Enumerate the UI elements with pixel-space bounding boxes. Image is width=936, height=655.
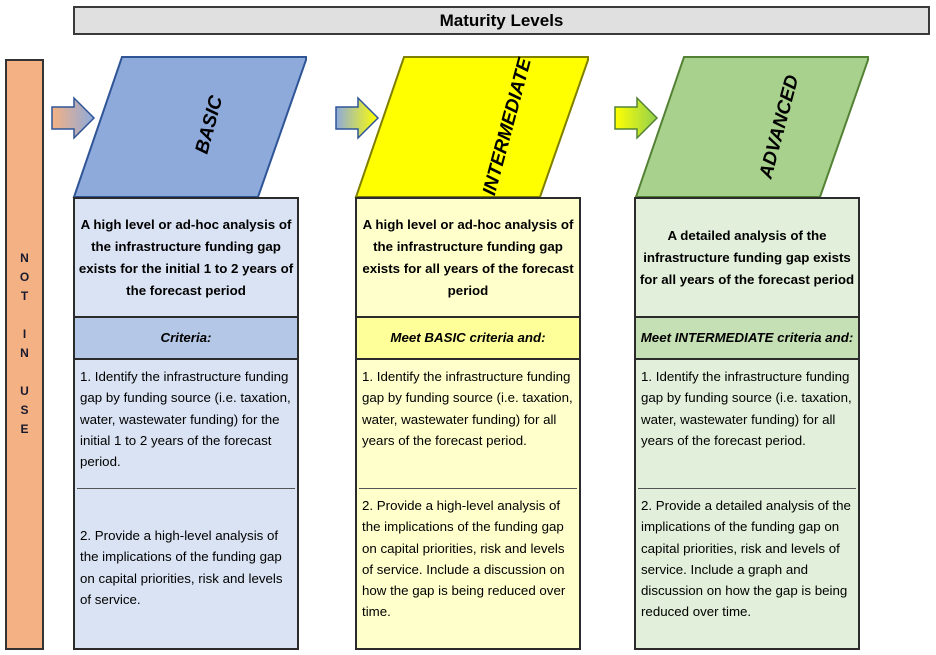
advanced-level-shape (634, 56, 869, 198)
basic-criteria-heading: Criteria: (75, 316, 297, 358)
side-letter: S (20, 403, 29, 417)
side-letter: T (20, 289, 29, 303)
basic-level-shape (72, 56, 307, 198)
criteria-item: 2. Provide a detailed analysis of the im… (638, 488, 856, 623)
intermediate-level-shape (354, 56, 589, 198)
banner-title: Maturity Levels (439, 10, 564, 30)
side-letter: N (20, 251, 29, 265)
criteria-item: 2. Provide a high-level analysis of the … (359, 488, 577, 623)
criteria-item: 1. Identify the infrastructure funding g… (362, 369, 573, 448)
criteria-item: 2. Provide a high-level analysis of the … (77, 488, 295, 610)
maturity-levels-banner: Maturity Levels (73, 6, 930, 35)
advanced-column: A detailed analysis of the infrastructur… (634, 197, 860, 650)
intermediate-criteria-list: 1. Identify the infrastructure funding g… (357, 358, 579, 648)
criteria-item: 1. Identify the infrastructure funding g… (641, 369, 852, 448)
intermediate-criteria-heading: Meet BASIC criteria and: (357, 316, 579, 358)
intermediate-column: A high level or ad-hoc analysis of the i… (355, 197, 581, 650)
side-letter: E (20, 422, 29, 436)
side-letter: O (19, 270, 30, 284)
basic-summary: A high level or ad-hoc analysis of the i… (75, 197, 297, 316)
arrow-right-icon (51, 96, 96, 140)
arrow-right-icon (614, 96, 659, 140)
not-in-use-bar: N O T I N U S E (5, 59, 44, 650)
intermediate-summary: A high level or ad-hoc analysis of the i… (357, 197, 579, 316)
side-letter: U (20, 384, 29, 398)
basic-column: A high level or ad-hoc analysis of the i… (73, 197, 299, 650)
side-letter: I (22, 327, 27, 341)
advanced-summary: A detailed analysis of the infrastructur… (636, 197, 858, 316)
advanced-criteria-list: 1. Identify the infrastructure funding g… (636, 358, 858, 648)
advanced-criteria-heading: Meet INTERMEDIATE criteria and: (636, 316, 858, 358)
side-letter: N (20, 346, 29, 360)
criteria-item: 1. Identify the infrastructure funding g… (80, 369, 291, 470)
arrow-right-icon (335, 96, 380, 140)
basic-criteria-list: 1. Identify the infrastructure funding g… (75, 358, 297, 648)
